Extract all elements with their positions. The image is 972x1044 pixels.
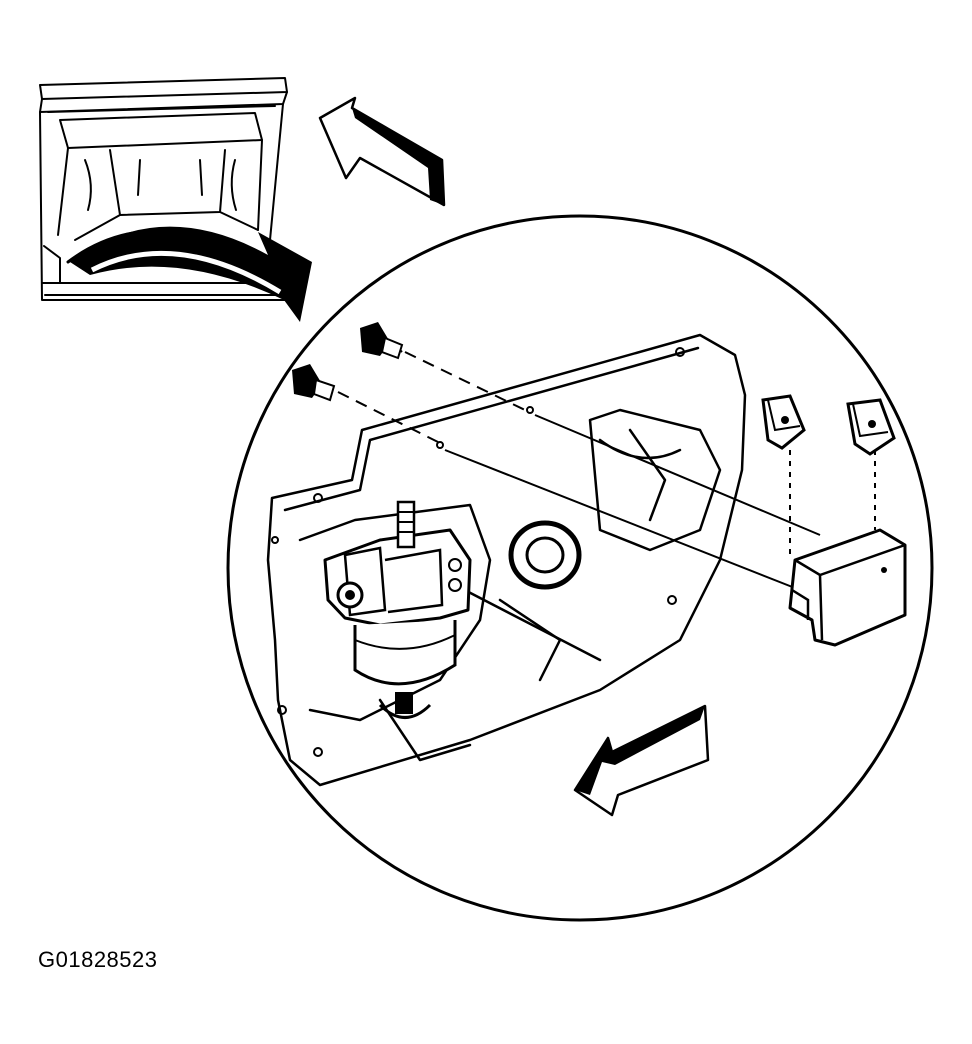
clip-nut bbox=[846, 398, 896, 456]
mounting-holes bbox=[271, 347, 685, 757]
detail-circle bbox=[226, 214, 934, 922]
bolt bbox=[292, 364, 336, 402]
bolt bbox=[360, 322, 404, 360]
bracket-module bbox=[788, 528, 907, 647]
grommet bbox=[508, 520, 582, 590]
view-direction-arrow-icon bbox=[318, 96, 446, 207]
locator-arrow-icon bbox=[70, 226, 312, 322]
solenoid-assembly bbox=[323, 500, 472, 719]
installation-direction-arrow-icon bbox=[573, 704, 710, 817]
figure-id-label: G01828523 bbox=[38, 947, 158, 972]
vehicle-cargo-locator-icon bbox=[39, 77, 301, 301]
clip-nut bbox=[761, 394, 806, 450]
alignment-lines bbox=[337, 351, 876, 591]
